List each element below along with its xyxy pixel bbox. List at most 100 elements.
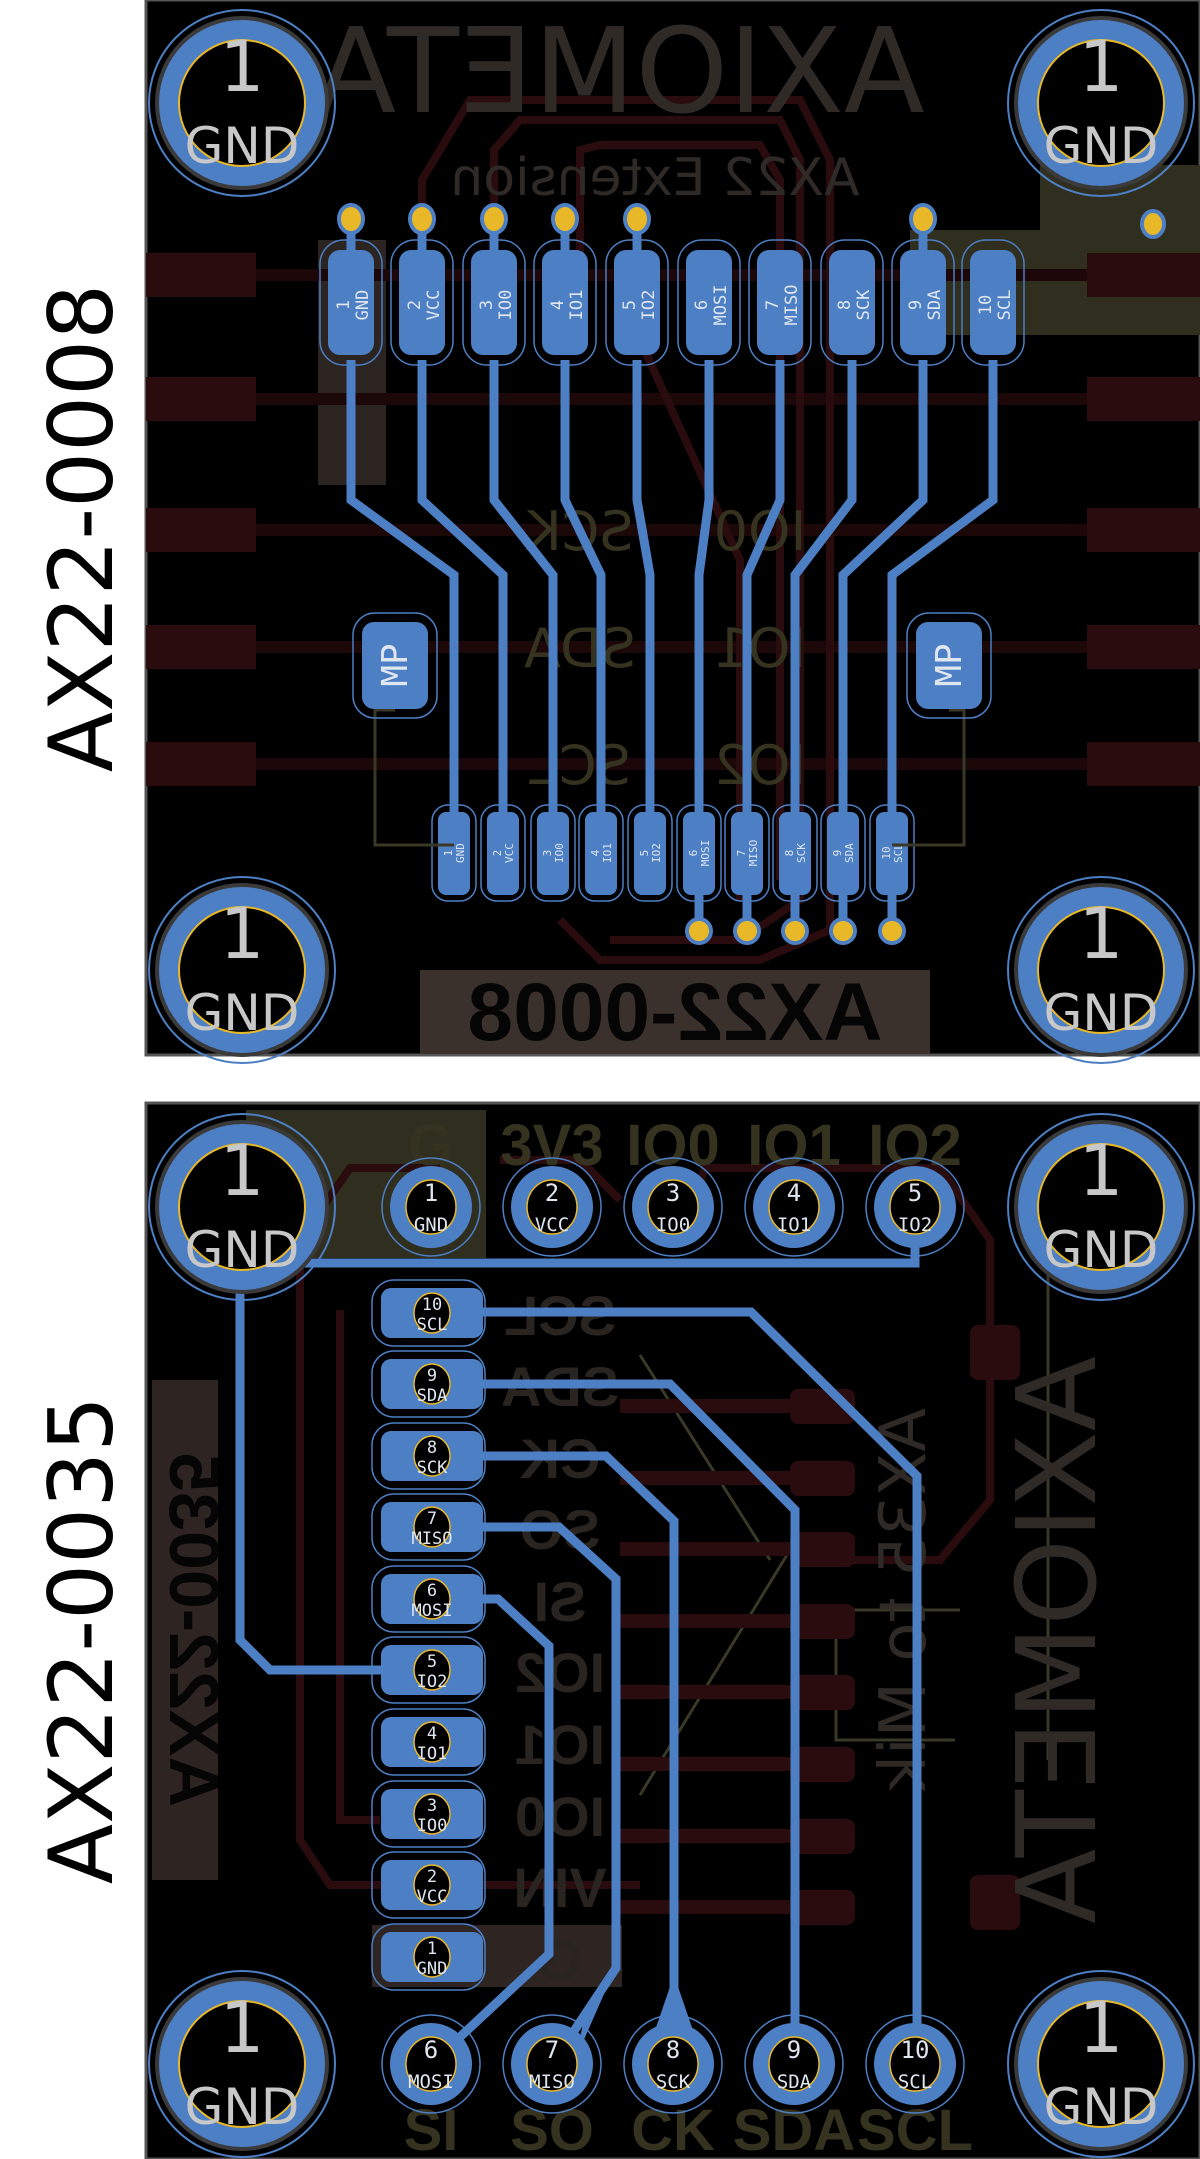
drill-hole — [413, 1363, 451, 1405]
pad-number: 7 — [763, 300, 783, 310]
pad-outline — [371, 1923, 486, 1991]
silk-subtitle: AX22 Extension — [450, 148, 859, 208]
ic-pad — [790, 1675, 855, 1710]
edge-trace — [256, 393, 1087, 405]
silk-net-label: SDA — [524, 617, 636, 680]
pad-net-label: MISO — [782, 285, 802, 326]
pad-net-label: IO2 — [639, 290, 659, 321]
clearance-ring — [148, 1970, 336, 2158]
pad-number: 4 — [427, 1724, 437, 1744]
pad-number: 6 — [687, 850, 700, 857]
trace — [489, 360, 558, 812]
clearance-ring — [148, 876, 336, 1064]
hole-net-label: GND — [185, 984, 300, 1042]
drill-hole — [647, 2036, 699, 2092]
via — [685, 917, 713, 945]
pad — [829, 250, 875, 355]
trace — [887, 360, 998, 812]
silk-side-label: VIN — [513, 1856, 606, 1919]
pad-net-label: MISO — [747, 840, 760, 867]
through-hole-headers: 1GND2VCC3IO04IO15IO26MOSI7MISO8SCK9SDA10… — [381, 1157, 965, 2114]
pad — [686, 250, 732, 355]
pad-number: 7 — [427, 1509, 437, 1529]
pad-net-label: IO0 — [656, 1214, 690, 1236]
ic-trace — [620, 1399, 830, 1413]
trace — [838, 360, 928, 812]
pad-net-label: MOSI — [412, 1601, 453, 1621]
pad-number: 2 — [545, 1179, 559, 1207]
silk-side-label: SI — [534, 1570, 587, 1633]
pad-number: 2 — [427, 1867, 437, 1887]
silk-side-label: IO1 — [515, 1713, 605, 1776]
edge-pad — [1087, 377, 1200, 421]
pad-outline — [462, 239, 526, 366]
drill-hole — [405, 1179, 457, 1235]
mechanical-pad: MP — [352, 612, 454, 847]
edge-trace — [256, 641, 1087, 653]
silk-outline — [373, 708, 454, 847]
clearance-ring — [1007, 1113, 1195, 1301]
pad-outline — [820, 804, 866, 902]
pad-outline — [676, 804, 722, 902]
pad-net-label: SCK — [417, 1458, 448, 1478]
pad-net-label: IO0 — [417, 1816, 448, 1836]
pad-outline — [530, 804, 576, 902]
pad-net-label: GND — [417, 1959, 448, 1979]
hole-number: 1 — [1079, 1130, 1124, 1212]
pad-net-label: IO1 — [567, 290, 587, 321]
pad — [585, 812, 617, 895]
pad-number: 6 — [424, 2036, 438, 2064]
clearance-ring — [744, 2014, 844, 2114]
hole-number: 1 — [1079, 26, 1124, 108]
pad-number: 5 — [638, 850, 651, 857]
clearance-ring — [623, 2014, 723, 2114]
pad — [614, 250, 660, 355]
trace — [742, 360, 785, 812]
pad-number: 2 — [405, 300, 425, 310]
hole-number: 1 — [220, 893, 265, 975]
drill-hole — [1037, 2000, 1165, 2128]
pad-net-label: MOSI — [699, 840, 712, 867]
hole-number: 1 — [220, 1987, 265, 2069]
pad-net-label: SCL — [417, 1315, 448, 1335]
pad-outline — [961, 239, 1025, 366]
pad-number: 3 — [477, 300, 497, 310]
pad-outline — [605, 239, 669, 366]
clearance-ring — [381, 2014, 481, 2114]
pad-net-label: IO2 — [898, 1214, 932, 1236]
pad-net-label: GND — [353, 290, 373, 321]
edge-pad — [1087, 742, 1200, 786]
pad-net-label: VCC — [424, 290, 444, 321]
pad — [399, 250, 445, 355]
trace — [560, 360, 606, 812]
drill-hole — [413, 1435, 451, 1477]
pad-net-label: IO0 — [496, 290, 516, 321]
clearance-ring — [744, 1157, 844, 1257]
pad-number: 6 — [427, 1581, 437, 1601]
pad-number: 9 — [787, 2036, 801, 2064]
ic-pad — [790, 1532, 855, 1567]
pad-number: 3 — [541, 850, 554, 857]
pad-net-label: IO2 — [650, 843, 663, 863]
ic-pad — [790, 1461, 855, 1496]
drill-hole — [768, 2036, 820, 2092]
edge-pad — [1087, 253, 1200, 297]
pad-label: MP — [375, 643, 416, 686]
pad-net-label: MISO — [529, 2071, 575, 2093]
